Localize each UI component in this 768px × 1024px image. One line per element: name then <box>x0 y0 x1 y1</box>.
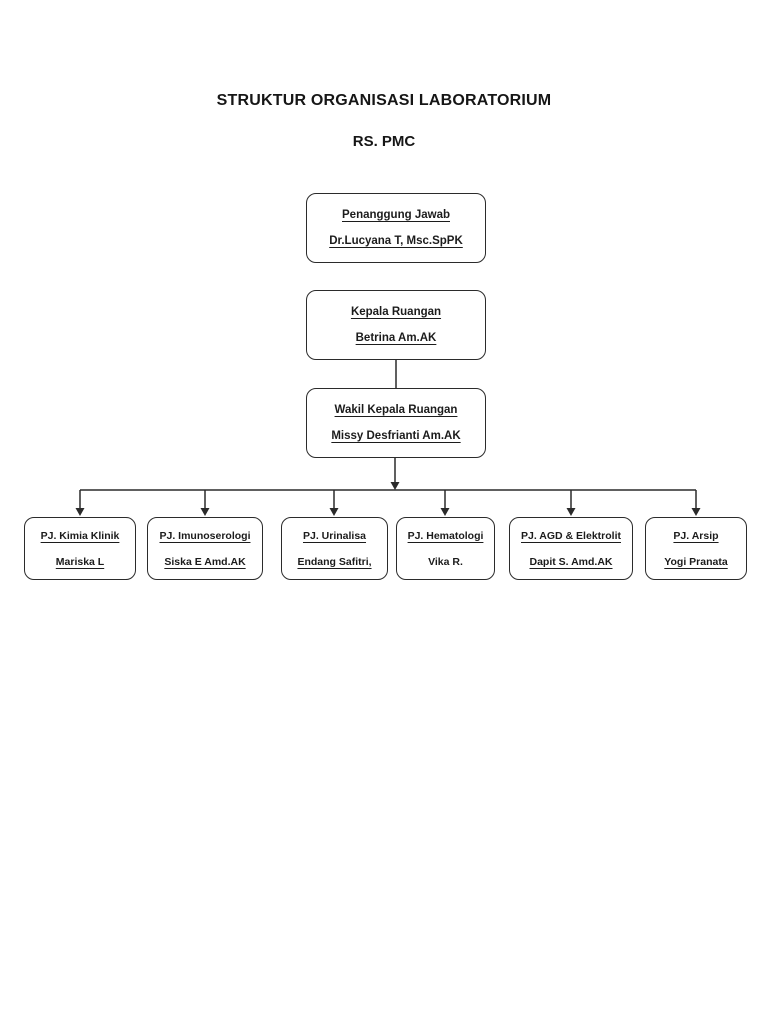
org-node-kepala-ruangan: Kepala Ruangan Betrina Am.AK <box>306 290 486 360</box>
org-node-wakil-kepala-ruangan: Wakil Kepala Ruangan Missy Desfrianti Am… <box>306 388 486 458</box>
node-role-label: PJ. AGD & Elektrolit <box>521 529 621 542</box>
org-node-pj-arsip: PJ. Arsip Yogi Pranata <box>645 517 747 580</box>
node-name-label: Yogi Pranata <box>664 555 728 568</box>
node-role-label: PJ. Kimia Klinik <box>40 529 120 542</box>
org-node-pj-hematologi: PJ. Hematologi Vika R. <box>396 517 495 580</box>
node-role-label: PJ. Hematologi <box>407 529 484 542</box>
node-role-label: PJ. Arsip <box>673 529 719 542</box>
node-role-label: Penanggung Jawab <box>342 209 450 221</box>
arrow-down-icon <box>566 508 576 516</box>
org-node-pj-imunoserologi: PJ. Imunoserologi Siska E Amd.AK <box>147 517 263 580</box>
arrow-down-icon <box>200 508 210 516</box>
node-role-label: Kepala Ruangan <box>350 306 442 318</box>
org-node-penanggung-jawab: Penanggung Jawab Dr.Lucyana T, Msc.SpPK <box>306 193 486 263</box>
node-name-label: Dr.Lucyana T, Msc.SpPK <box>329 235 463 247</box>
arrow-down-icon <box>329 508 339 516</box>
node-role-label: PJ. Imunoserologi <box>159 529 251 542</box>
node-name-label: Betrina Am.AK <box>355 332 437 344</box>
page-title: STRUKTUR ORGANISASI LABORATORIUM <box>216 92 552 109</box>
arrow-down-icon <box>75 508 85 516</box>
arrow-down-icon <box>691 508 701 516</box>
org-node-pj-urinalisa: PJ. Urinalisa Endang Safitri, <box>281 517 388 580</box>
node-name-label: Dapit S. Amd.AK <box>529 555 613 568</box>
org-node-pj-agd-elektrolit: PJ. AGD & Elektrolit Dapit S. Amd.AK <box>509 517 633 580</box>
node-name-label: Siska E Amd.AK <box>164 555 246 568</box>
node-name-label: Mariska L <box>55 555 105 568</box>
node-name-label: Vika R. <box>428 555 463 568</box>
arrow-down-icon <box>440 508 450 516</box>
node-role-label: PJ. Urinalisa <box>302 529 367 542</box>
node-name-label: Missy Desfrianti Am.AK <box>331 430 461 442</box>
org-node-pj-kimia-klinik: PJ. Kimia Klinik Mariska L <box>24 517 136 580</box>
page-subtitle: RS. PMC <box>352 133 416 150</box>
arrow-down-icon <box>390 482 400 490</box>
node-name-label: Endang Safitri, <box>297 555 372 568</box>
node-role-label: Wakil Kepala Ruangan <box>334 404 458 416</box>
